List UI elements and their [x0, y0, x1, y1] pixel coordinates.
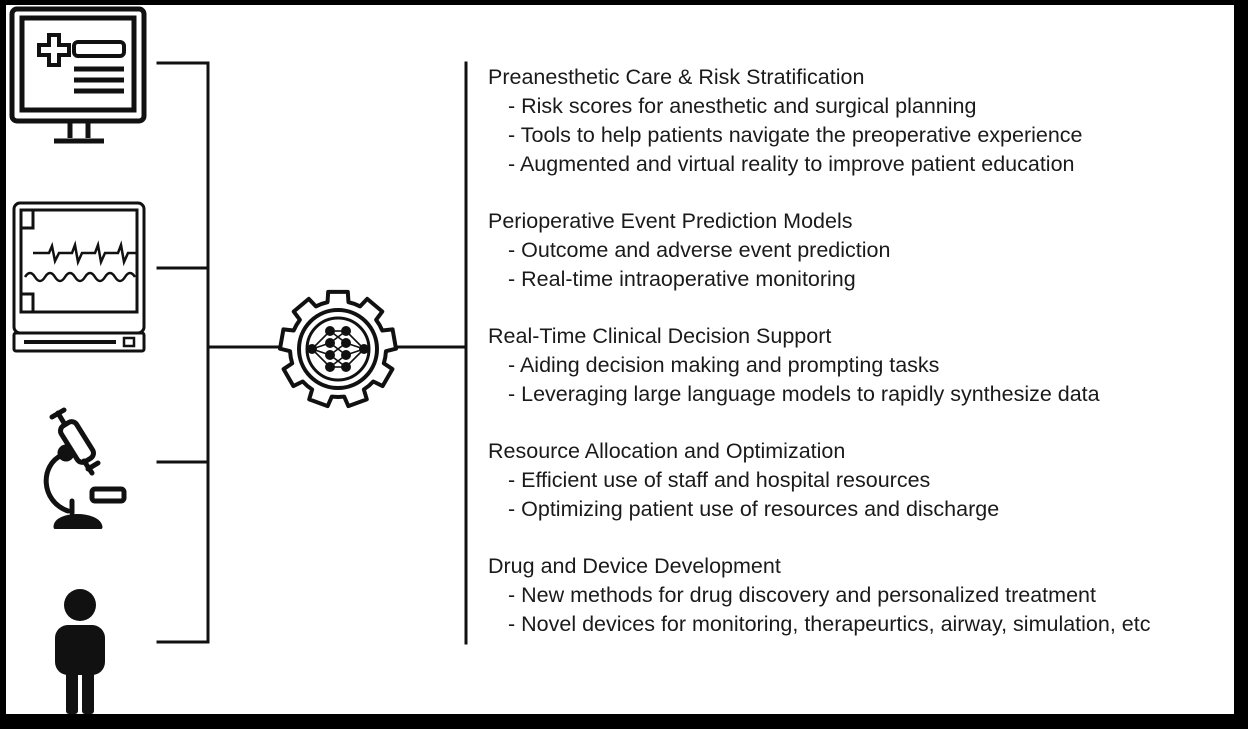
- section-4: Resource Allocation and Optimization - Ef…: [488, 437, 1234, 524]
- neural-network-gear-icon: [278, 289, 398, 409]
- ehr-monitor-icon: [9, 6, 147, 144]
- application-sections-list: Preanesthetic Care & Risk Stratification…: [488, 63, 1234, 667]
- section-title: Real-Time Clinical Decision Support: [488, 324, 832, 348]
- person-icon: [55, 589, 105, 714]
- section-bullet: - Aiding decision making and prompting t…: [508, 353, 940, 377]
- section-bullet: - Novel devices for monitoring, therapeu…: [508, 612, 1151, 636]
- section-bullet: - Outcome and adverse event prediction: [508, 238, 891, 262]
- section-title: Preanesthetic Care & Risk Stratification: [488, 65, 865, 89]
- section-title: Resource Allocation and Optimization: [488, 439, 846, 463]
- section-2: Perioperative Event Prediction Models - O…: [488, 207, 1234, 294]
- section-bullet: - Risk scores for anesthetic and surgica…: [508, 94, 977, 118]
- section-bullet: - Leveraging large language models to ra…: [508, 382, 1100, 406]
- microscope-icon: [43, 407, 127, 529]
- section-title: Perioperative Event Prediction Models: [488, 209, 853, 233]
- section-title: Drug and Device Development: [488, 554, 781, 578]
- section-bullet: - Augmented and virtual reality to impro…: [508, 152, 1075, 176]
- diagram-canvas: Preanesthetic Care & Risk Stratification…: [6, 5, 1234, 714]
- section-1: Preanesthetic Care & Risk Stratification…: [488, 63, 1234, 179]
- connector-lines: [156, 61, 468, 645]
- section-5: Drug and Device Development - New methods…: [488, 552, 1234, 639]
- section-bullet: - Real-time intraoperative monitoring: [508, 267, 856, 291]
- section-3: Real-Time Clinical Decision Support - Aid…: [488, 322, 1234, 409]
- section-bullet: - Efficient use of staff and hospital re…: [508, 468, 931, 492]
- section-bullet: - New methods for drug discovery and per…: [508, 583, 1096, 607]
- vital-signs-monitor-icon: [12, 201, 146, 353]
- section-bullet: - Tools to help patients navigate the pr…: [508, 123, 1083, 147]
- section-bullet: - Optimizing patient use of resources an…: [508, 497, 1000, 521]
